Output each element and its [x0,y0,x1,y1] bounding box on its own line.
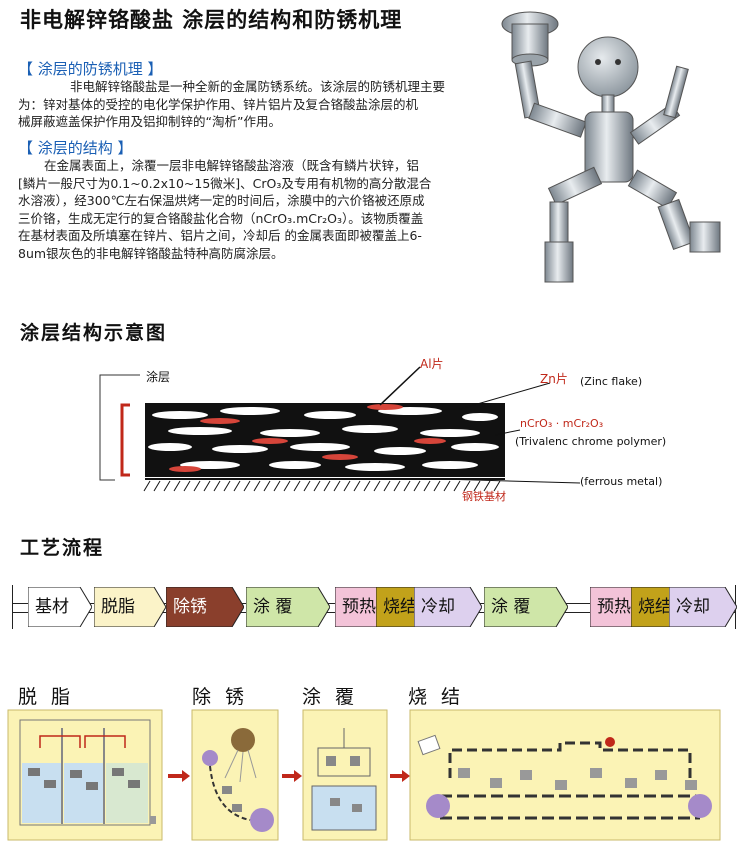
structure-text: 在金属表面上，涂覆一层非电解锌铬酸盐溶液（既含有鳞片状锌，铝 [鳞片一般尺寸为0… [18,157,498,262]
structure-line: 三价铬，生成无定行的复合铬酸盐化合物（nCrO₃.mCr₂O₃）。该物质覆盖 [18,210,424,226]
process-step-label: 冷却 [676,597,710,617]
zn-flake-label: Zn片 [540,372,568,386]
process-rail-left-end [12,585,13,629]
diagram-heading: 涂层结构示意图 [20,322,168,344]
mechanism-line: 械屏蔽遮盖保护作用及铝抑制锌的“淘析”作用。 [18,114,281,129]
coating-structure-diagram [99,366,581,492]
al-flake-label: Al片 [420,357,444,371]
process-step-label: 烧结 [383,597,417,617]
process-step: 除锈 [166,587,244,627]
process-step-label: 冷却 [421,597,455,617]
process-illustrations [7,709,721,841]
derust-panel [191,709,279,841]
coating-label: 涂层 [146,370,171,384]
process-step-label: 基材 [35,597,69,617]
stage-label-sinter: 烧 结 [408,686,465,708]
mechanism-line: 为：锌对基体的受控的电化学保护作用、锌片铝片及复合铬酸盐涂层的机 [18,96,419,112]
structure-line: 8um银灰色的非电解锌铬酸盐特种高防腐涂层。 [18,245,284,261]
process-step-label: 涂 覆 [491,597,531,617]
substrate-label: 钢铁基材 [462,490,506,503]
process-step: 基材 [28,587,92,627]
process-step: 冷却 [669,587,737,627]
degrease-panel [7,709,163,841]
process-step-label: 预热 [597,597,631,617]
mechanism-text: 非电解锌铬酸盐是一种全新的金属防锈系统。该涂层的防锈机理主要 为：锌对基体的受控… [18,78,498,131]
process-step: 涂 覆 [484,587,568,627]
structure-line: 水溶液），经300℃左右保温烘烤一定的时间后，涂膜中的六价铬被还原成 [18,193,425,208]
process-step: 涂 覆 [246,587,330,627]
process-step: 脱脂 [94,587,166,627]
process-step-label: 预热 [342,597,376,617]
stage-label-derust: 除 锈 [192,686,249,708]
ferrous-metal-en-label: (ferrous metal) [580,475,663,488]
structure-line: 在基材表面及所填塞在锌片、铝片之间，冷却后 的金属表面即被覆盖上6- [18,228,422,243]
process-step-label: 涂 覆 [253,597,293,617]
stage-label-coat: 涂 覆 [302,686,359,708]
mechanism-line: 非电解锌铬酸盐是一种全新的金属防锈系统。该涂层的防锈机理主要 [70,79,446,94]
sinter-panel [409,709,721,841]
mechanism-heading: 【 涂层的防锈机理 】 [18,60,163,78]
stage-label-degrease: 脱 脂 [18,686,75,708]
structure-heading: 【 涂层的结构 】 [18,139,133,157]
robot-figure-image [501,11,721,283]
coat-panel [302,709,388,841]
process-step: 冷却 [414,587,482,627]
zn-flake-en-label: (Zinc flake) [580,375,643,388]
page-title: 非电解锌铬酸盐 涂层的结构和防锈机理 [20,8,403,32]
structure-line: [鳞片一般尺寸为0.1~0.2x10~15微米]、CrO₃及专用有机物的高分散混… [18,175,432,191]
chrome-polymer-en-label: (Trivalenc chrome polymer) [515,435,667,448]
structure-line: 在金属表面上，涂覆一层非电解锌铬酸盐溶液（既含有鳞片状锌，铝 [44,158,420,173]
process-step-label: 除锈 [173,597,207,617]
process-step-label: 烧结 [638,597,672,617]
chrome-formula-label: nCrO₃ · mCr₂O₃ [520,417,604,430]
process-heading: 工艺流程 [20,537,105,559]
process-step-label: 脱脂 [101,597,135,617]
